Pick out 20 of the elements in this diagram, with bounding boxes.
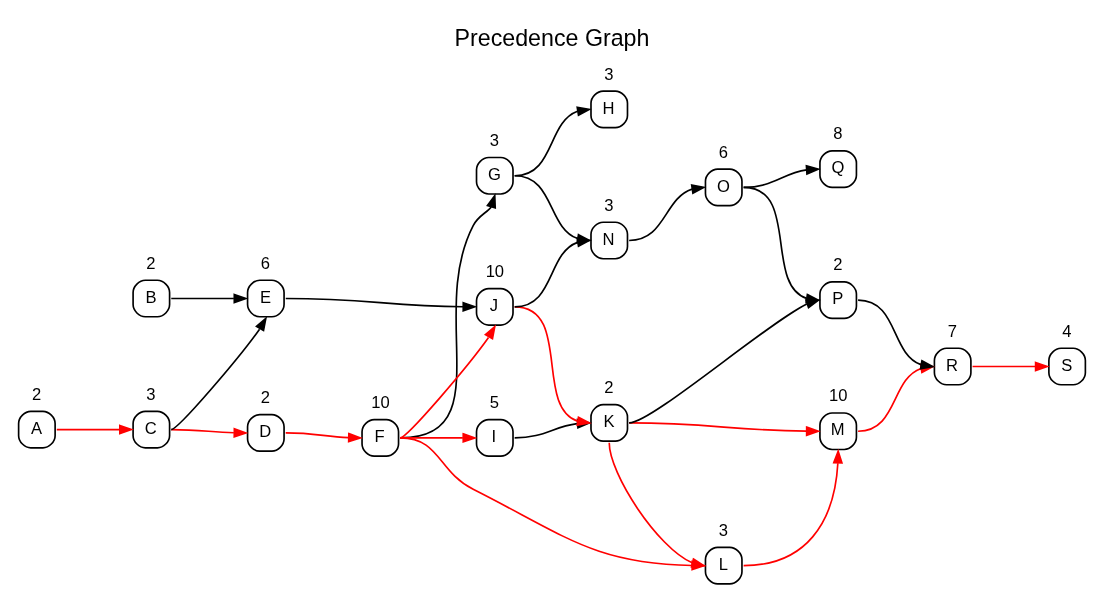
node-label: 8 (833, 123, 843, 143)
node-label: 2 (31, 384, 42, 404)
node-label: 3 (604, 195, 614, 215)
node-label: 6 (718, 142, 728, 162)
diagram-title: Precedence Graph (454, 24, 650, 51)
node-label: 5 (489, 392, 500, 412)
node-label: 3 (146, 384, 156, 404)
node-label: 10 (485, 261, 505, 281)
node-label: 2 (260, 387, 271, 407)
node-label: 3 (604, 64, 614, 84)
node-label: 7 (947, 321, 957, 341)
node-label: 2 (833, 254, 843, 274)
node-label: 4 (1062, 321, 1072, 341)
node-label: 2 (146, 253, 156, 273)
node-label: 10 (371, 392, 390, 412)
node-label: 6 (260, 253, 271, 273)
node-label: 2 (604, 377, 614, 397)
node-label: 3 (718, 520, 728, 540)
node-label: 10 (829, 385, 848, 405)
node-label: 3 (489, 130, 500, 150)
